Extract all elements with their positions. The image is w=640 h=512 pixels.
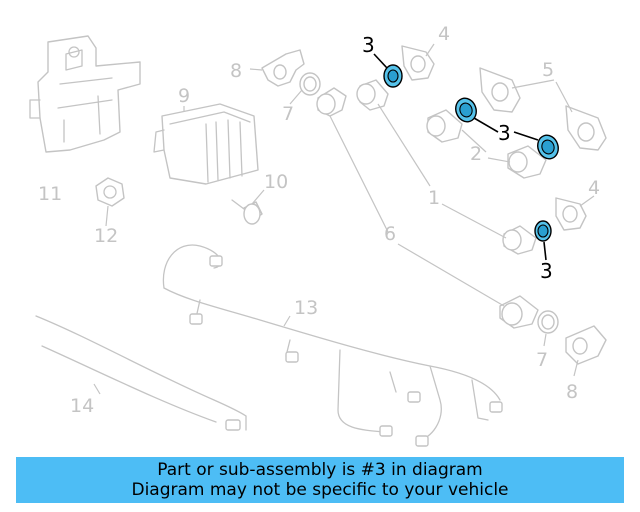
- part-9-control-module[interactable]: [153, 103, 259, 185]
- part-3-grommet-middle[interactable]: [534, 132, 561, 161]
- leader-lines: [93, 43, 595, 395]
- part-3-grommet-top[interactable]: [383, 64, 403, 88]
- part-4-holder-top[interactable]: [401, 45, 435, 81]
- part-11-bracket[interactable]: [29, 35, 141, 153]
- callout-4-top: 4: [438, 23, 450, 45]
- part-5-holder-upper[interactable]: [479, 67, 521, 113]
- callout-13: 13: [294, 297, 318, 319]
- part-info-banner: Part or sub-assembly is #3 in diagram Di…: [16, 457, 624, 503]
- callout-8-top: 8: [230, 60, 242, 82]
- part-7-grommet-top[interactable]: [299, 72, 321, 96]
- part-6-sensor-lower[interactable]: [499, 295, 539, 329]
- callout-1: 1: [428, 187, 440, 209]
- part-8-retainer-lower[interactable]: [565, 325, 607, 365]
- callout-labels: 8 7 9 10 11 12 4 5 2 4 1 6 13 14 7 8 3 3…: [38, 23, 600, 417]
- callout-6: 6: [384, 223, 396, 245]
- callout-3-middle: 3: [498, 121, 511, 145]
- callout-4-lower: 4: [588, 177, 600, 199]
- callout-3-lower: 3: [540, 259, 553, 283]
- part-4-holder-lower[interactable]: [555, 197, 587, 231]
- part-5-holder-lower[interactable]: [565, 105, 607, 151]
- callout-11: 11: [38, 183, 62, 205]
- part-13-wiring-harness[interactable]: [162, 244, 503, 447]
- part-10-bolt[interactable]: [231, 199, 263, 225]
- callout-8-lower: 8: [566, 381, 578, 403]
- part-1-sensor-top[interactable]: [356, 79, 389, 111]
- banner-line-disclaimer: Diagram may not be specific to your vehi…: [131, 480, 509, 500]
- callout-3-top: 3: [362, 33, 375, 57]
- part-6-sensor-top[interactable]: [316, 87, 347, 117]
- part-1-sensor-lower[interactable]: [502, 225, 537, 255]
- callout-7-lower: 7: [536, 349, 548, 371]
- part-2-sensor-upper[interactable]: [426, 109, 463, 143]
- callout-10: 10: [264, 171, 288, 193]
- part-3-grommet-upper[interactable]: [452, 95, 479, 124]
- callout-2: 2: [470, 143, 482, 165]
- banner-line-part-number: Part or sub-assembly is #3 in diagram: [157, 460, 483, 480]
- part-3-leader-lines: [373, 53, 547, 261]
- part-8-retainer-top[interactable]: [261, 49, 305, 87]
- part-7-grommet-lower[interactable]: [537, 310, 559, 334]
- callout-14: 14: [70, 395, 94, 417]
- callout-9: 9: [178, 85, 190, 107]
- part-12-nut[interactable]: [95, 177, 125, 207]
- callout-7-top: 7: [282, 103, 294, 125]
- callout-12: 12: [94, 225, 118, 247]
- callout-5: 5: [542, 59, 554, 81]
- part-14-trim-strip[interactable]: [35, 315, 247, 431]
- part-3-grommet-lower[interactable]: [534, 220, 552, 242]
